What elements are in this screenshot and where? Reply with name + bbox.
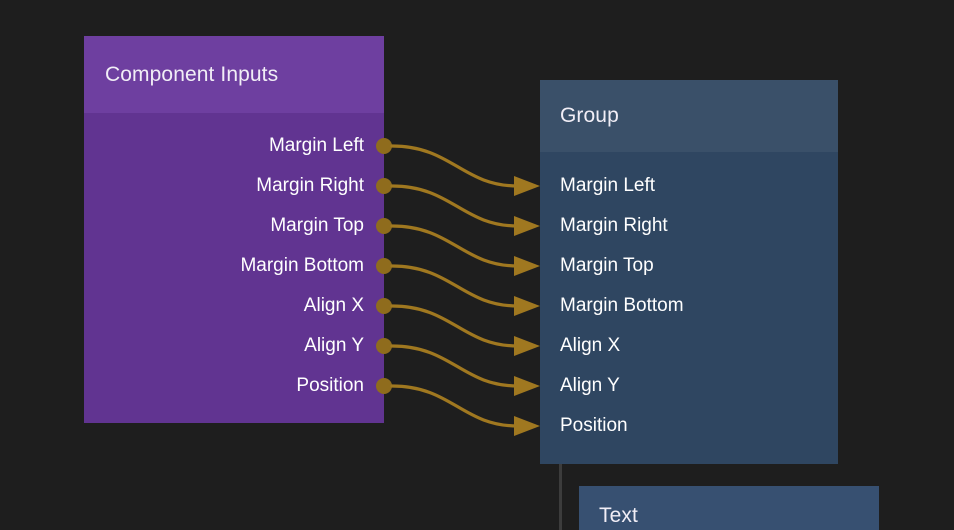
node-text-header[interactable]: Text — [579, 486, 879, 530]
input-port-label-align-x: Align X — [560, 335, 621, 356]
output-port-row-align-x[interactable]: Align X — [84, 286, 392, 326]
output-port-dot-align-x[interactable] — [376, 298, 392, 314]
group-child-connector-line — [559, 464, 562, 530]
output-port-row-margin-left[interactable]: Margin Left — [84, 126, 392, 166]
input-port-row-margin-bottom[interactable]: Margin Bottom — [540, 286, 838, 326]
output-port-label-align-x: Align X — [303, 295, 364, 316]
node-component-inputs-title: Component Inputs — [105, 62, 279, 86]
input-port-row-margin-right[interactable]: Margin Right — [540, 206, 838, 246]
input-port-label-position: Position — [560, 415, 628, 436]
node-group-header[interactable]: Group — [540, 80, 838, 152]
node-component-inputs[interactable]: Component Inputs Margin Left Margin Righ… — [84, 36, 392, 423]
edge-align-x[interactable] — [390, 304, 540, 356]
output-port-dot-align-y[interactable] — [376, 338, 392, 354]
output-port-label-align-y: Align Y — [304, 335, 364, 356]
output-port-row-margin-right[interactable]: Margin Right — [84, 166, 392, 206]
input-port-label-margin-top: Margin Top — [560, 255, 654, 276]
node-group-title: Group — [560, 104, 619, 127]
edge-margin-bottom[interactable] — [390, 264, 540, 316]
input-port-row-align-x[interactable]: Align X — [540, 326, 838, 366]
node-text[interactable]: Text — [579, 486, 879, 530]
input-port-label-margin-bottom: Margin Bottom — [560, 295, 684, 316]
edge-align-y[interactable] — [390, 344, 540, 396]
input-port-label-margin-right: Margin Right — [560, 215, 668, 236]
node-component-inputs-body: Margin Left Margin Right Margin Top Marg… — [84, 113, 392, 423]
edge-margin-top[interactable] — [390, 224, 540, 276]
output-port-dot-margin-right[interactable] — [376, 178, 392, 194]
output-port-row-align-y[interactable]: Align Y — [84, 326, 392, 366]
output-port-dot-margin-bottom[interactable] — [376, 258, 392, 274]
node-component-inputs-header[interactable]: Component Inputs — [84, 36, 384, 113]
input-port-row-position[interactable]: Position — [540, 406, 838, 446]
input-port-row-margin-left[interactable]: Margin Left — [540, 166, 838, 206]
output-port-label-margin-left: Margin Left — [268, 135, 364, 156]
output-port-dot-position[interactable] — [376, 378, 392, 394]
output-port-label-margin-bottom: Margin Bottom — [240, 255, 364, 276]
input-port-label-margin-left: Margin Left — [560, 175, 656, 196]
node-text-title: Text — [599, 504, 638, 527]
edge-position[interactable] — [390, 384, 540, 436]
edge-margin-right[interactable] — [390, 184, 540, 236]
output-port-row-position[interactable]: Position — [84, 366, 392, 406]
node-group-body: Margin Left Margin Right Margin Top Marg… — [540, 152, 838, 464]
output-port-row-margin-top[interactable]: Margin Top — [84, 206, 392, 246]
output-port-dot-margin-left[interactable] — [376, 138, 392, 154]
output-port-dot-margin-top[interactable] — [376, 218, 392, 234]
output-port-label-position: Position — [296, 375, 364, 396]
output-port-row-margin-bottom[interactable]: Margin Bottom — [84, 246, 392, 286]
output-port-label-margin-top: Margin Top — [270, 215, 364, 236]
output-port-label-margin-right: Margin Right — [256, 175, 364, 196]
edge-margin-left[interactable] — [390, 144, 540, 196]
input-port-label-align-y: Align Y — [560, 375, 620, 396]
node-group[interactable]: Group Margin Left Margin Right Margin To… — [540, 80, 838, 464]
input-port-row-align-y[interactable]: Align Y — [540, 366, 838, 406]
input-port-row-margin-top[interactable]: Margin Top — [540, 246, 838, 286]
